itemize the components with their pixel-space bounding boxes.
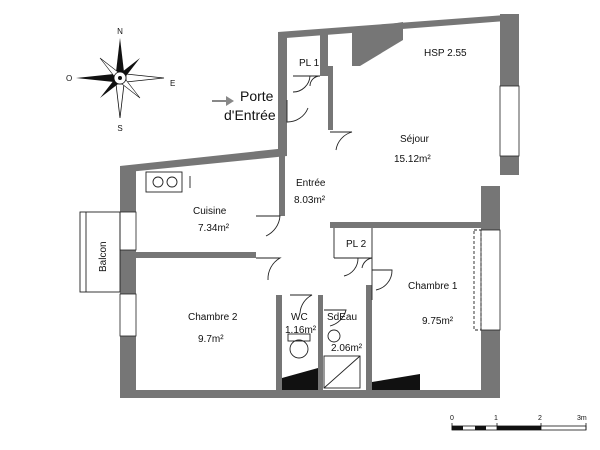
wall-bottom	[120, 390, 500, 398]
door-pl2	[340, 257, 359, 277]
wall-kitchen-top	[120, 148, 287, 172]
window-cuisine-left	[119, 211, 137, 251]
wall-kitchen-entree	[279, 156, 285, 216]
compass-arm-w	[76, 74, 114, 82]
window-chambre2-left	[119, 293, 137, 337]
compass-arm-s	[115, 83, 125, 119]
room-chambre1-area: 9.75m²	[422, 316, 454, 327]
room-sejour-name: Séjour	[400, 134, 430, 145]
walls	[120, 14, 519, 398]
door-chambre2	[256, 257, 282, 281]
wc-bowl	[289, 339, 309, 359]
door-chambre1	[372, 269, 393, 291]
compass-rose: N S E O	[66, 27, 175, 133]
wall-wc-left	[276, 295, 282, 391]
room-chambre1-name: Chambre 1	[408, 281, 458, 292]
wardrobe	[473, 229, 482, 331]
wall-pl1-right	[320, 32, 328, 76]
balcony-outline	[79, 211, 121, 293]
room-chambre2-name: Chambre 2	[188, 312, 238, 323]
door-sdeau	[324, 309, 347, 327]
room-chambre2-area: 9.7m²	[198, 334, 224, 345]
floor-strips	[282, 368, 420, 390]
room-entree-area: 8.03m²	[294, 195, 326, 206]
wall-notch	[352, 22, 403, 66]
strip-wc	[282, 368, 318, 390]
door-cuisine	[256, 215, 281, 237]
door-wc	[290, 294, 313, 314]
wall-left-kitchen	[120, 166, 136, 212]
door-pl2b	[360, 257, 373, 269]
compass-s: S	[117, 124, 122, 133]
compass-arm-e	[125, 73, 165, 83]
scale-tick-3: 3m	[577, 415, 587, 422]
room-cuisine-area: 7.34m²	[198, 223, 230, 234]
scale-tick-2: 2	[538, 415, 542, 422]
room-cuisine-name: Cuisine	[193, 206, 227, 217]
window-chambre1-right	[480, 229, 501, 331]
wall-left-lower	[120, 336, 136, 398]
room-pl1-name: PL 1	[299, 58, 320, 69]
door-pl1	[292, 75, 311, 93]
entrance-label-2: d'Entrée	[224, 107, 276, 123]
compass-n: N	[117, 27, 123, 36]
wall-upper-left	[278, 32, 287, 150]
compass-arm-n	[116, 38, 124, 72]
window-sejour-right	[499, 85, 520, 157]
wall-right-mid	[481, 186, 500, 230]
entrance-label-1: Porte	[240, 88, 274, 104]
shower	[323, 355, 361, 389]
compass-o: O	[66, 74, 72, 83]
room-sdeau-name: SdEau	[327, 312, 357, 323]
room-entree-name: Entrée	[296, 178, 326, 189]
wall-sdeau-right	[366, 285, 372, 391]
wall-entree-sejour	[328, 66, 333, 130]
entrance-marker: Porte d'Entrée	[212, 88, 276, 123]
thin-lines	[79, 75, 482, 389]
wall-left-mid	[120, 250, 136, 294]
wall-sejour-bottom	[330, 222, 482, 228]
room-sdeau-area: 2.06m²	[331, 343, 363, 354]
scale-tick-0: 0	[450, 415, 454, 422]
door-entree-main	[286, 100, 309, 123]
door-sejour	[330, 131, 353, 151]
wall-cuisine-chambre2	[136, 252, 256, 258]
windows	[119, 85, 520, 337]
wc-tank	[287, 333, 311, 342]
strip-chambre1	[372, 374, 420, 390]
wall-wc-sdeau	[318, 295, 323, 391]
room-wc-area: 1.16m²	[285, 325, 317, 336]
scale-bar: 0 1 2 3m	[450, 415, 587, 431]
room-pl2-name: PL 2	[346, 239, 367, 250]
compass-e: E	[170, 79, 175, 88]
scale-tick-1: 1	[494, 415, 498, 422]
wall-right-lower	[481, 330, 500, 396]
room-balcon-name: Balcon	[98, 241, 109, 272]
door-pl1b	[309, 75, 321, 87]
room-sejour-area: 15.12m²	[394, 154, 431, 165]
room-wc-name: WC	[291, 312, 308, 323]
sdeau-basin	[327, 329, 341, 343]
hsp-label: HSP 2.55	[424, 48, 467, 59]
